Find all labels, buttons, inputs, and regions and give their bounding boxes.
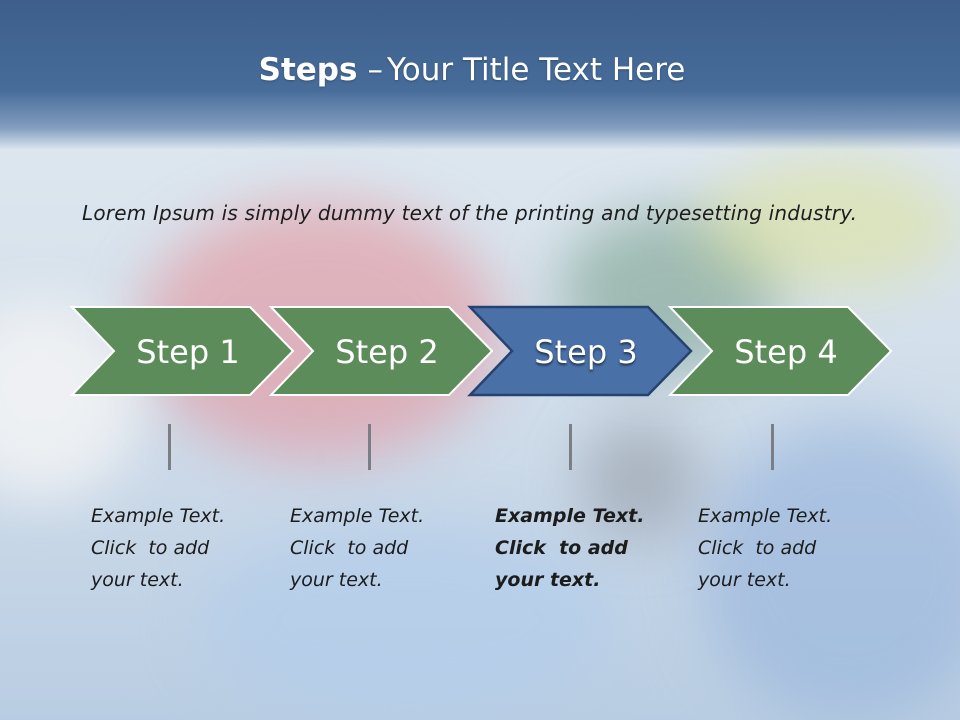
step-2-note-line: Click to add [290, 537, 409, 559]
title-band [0, 0, 960, 150]
step-4-note-line: Example Text. [698, 505, 833, 527]
step-3-note[interactable]: Example Text. Click to add your text. [495, 500, 675, 596]
step-3-note-line: your text. [495, 569, 601, 591]
intro-text: Lorem Ipsum is simply dummy text of the … [82, 201, 858, 225]
step-1-note-line: Example Text. [91, 505, 226, 527]
step-3-note-line: Click to add [495, 537, 628, 559]
step-4-connector [771, 424, 774, 470]
step-4-chevron[interactable] [667, 306, 893, 396]
step-2-chevron[interactable] [268, 306, 494, 396]
step-1-connector [168, 424, 171, 470]
background-spool-blue [200, 520, 620, 720]
step-2-note-line: your text. [290, 569, 383, 591]
title-separator: – [367, 52, 383, 88]
step-2-connector [368, 424, 371, 470]
background-fabric [700, 420, 960, 720]
step-1-label[interactable]: Step 1 [136, 333, 240, 371]
step-2-note[interactable]: Example Text. Click to add your text. [290, 500, 470, 596]
title-rest: Your Title Text Here [386, 52, 686, 88]
step-4-label[interactable]: Step 4 [734, 333, 838, 371]
step-1-note-line: Click to add [91, 537, 210, 559]
background-spool-yellow [700, 160, 960, 290]
step-3-chevron[interactable] [467, 305, 693, 397]
step-2-note-line: Example Text. [290, 505, 425, 527]
title-bold: Steps [258, 52, 358, 88]
step-2-label[interactable]: Step 2 [335, 333, 439, 371]
step-4-note-line: your text. [698, 569, 791, 591]
step-1-chevron[interactable] [69, 306, 295, 396]
step-1-note-line: your text. [91, 569, 184, 591]
step-4-note-line: Click to add [698, 537, 817, 559]
step-4-note[interactable]: Example Text. Click to add your text. [698, 500, 878, 596]
step-3-note-line: Example Text. [495, 505, 645, 527]
step-3-label[interactable]: Step 3 [534, 333, 638, 371]
background-spool-dark [580, 420, 700, 540]
step-3-connector [569, 424, 572, 470]
slide-title: Steps–Your Title Text Here [0, 52, 944, 88]
step-1-note[interactable]: Example Text. Click to add your text. [91, 500, 271, 596]
